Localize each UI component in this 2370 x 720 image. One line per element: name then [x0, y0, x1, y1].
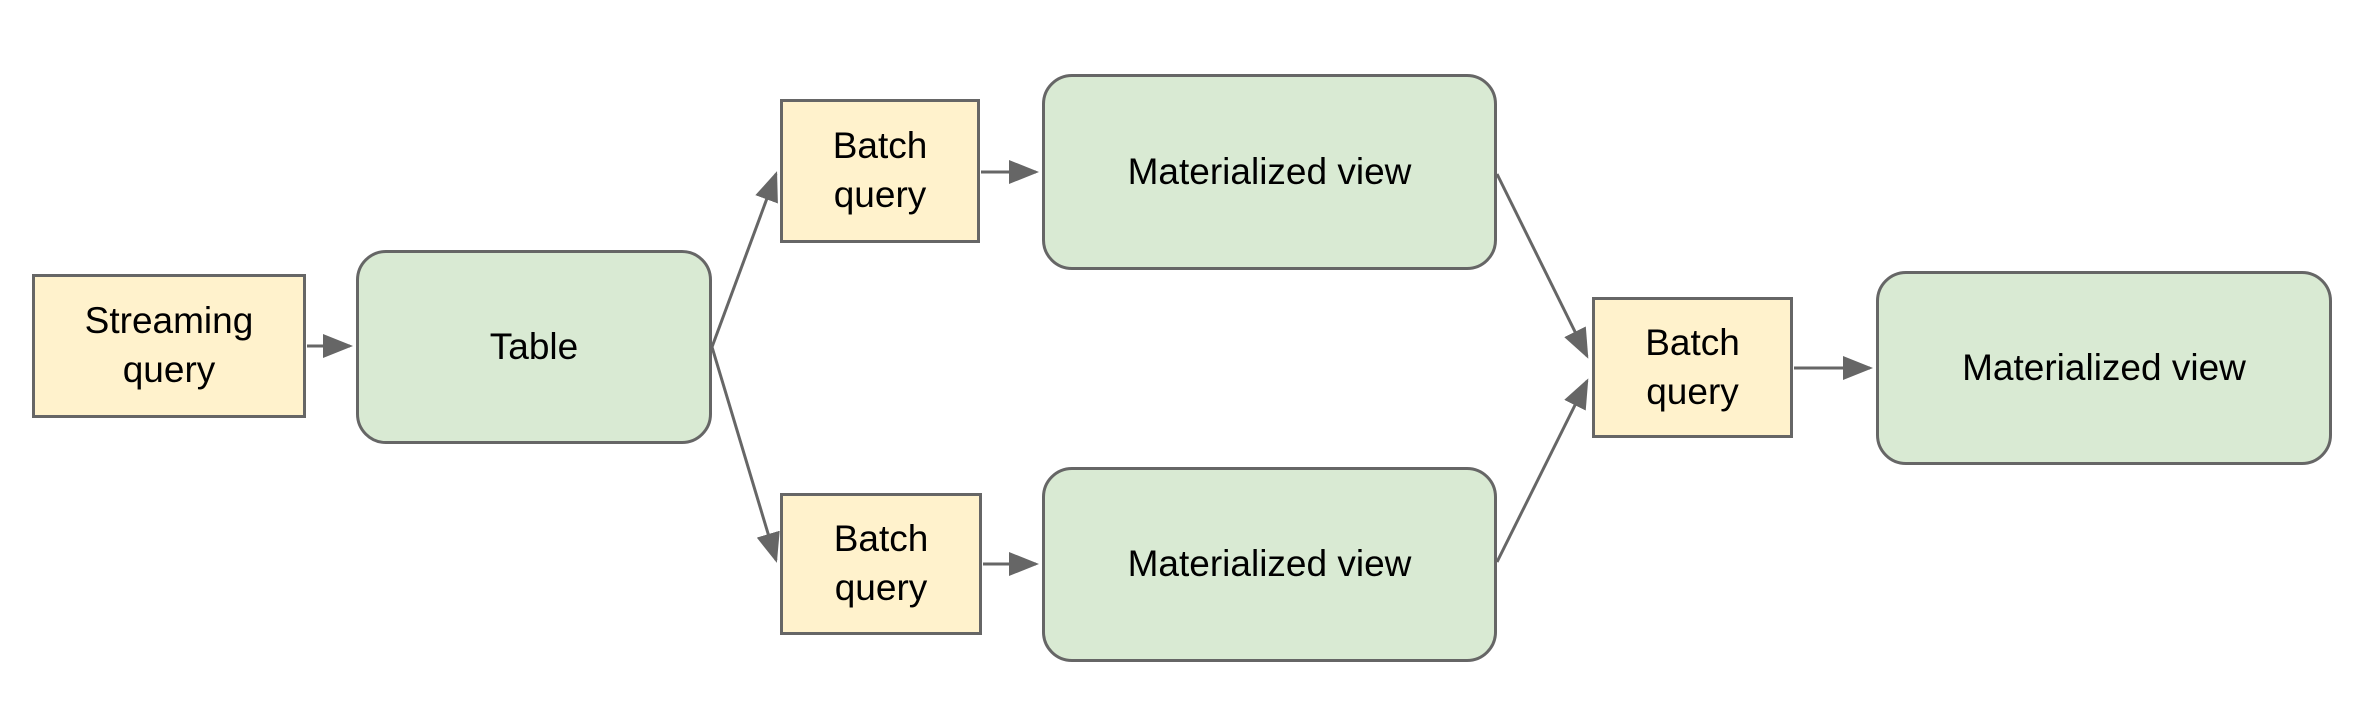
node-table-label: Table [489, 325, 579, 367]
node-batch-query-merge: Batch query [1592, 297, 1793, 438]
node-batch-query-bottom-label: Batch query [833, 518, 929, 608]
node-streaming-query-label: Streaming query [84, 300, 254, 390]
node-materialized-view-final-label: Materialized view [1962, 346, 2246, 388]
node-batch-query-bottom: Batch query [780, 493, 982, 635]
arrow-table-to-batch-query-bottom [710, 346, 780, 563]
arrow-materialized-view-top-to-batch-query-merge [1495, 173, 1589, 359]
node-batch-query-top-label: Batch query [832, 125, 928, 215]
arrow-materialized-view-bottom-to-batch-query-merge [1495, 378, 1589, 563]
node-materialized-view-final: Materialized view [1876, 271, 2332, 465]
arrow-table-to-batch-query-top [710, 171, 778, 348]
node-streaming-query: Streaming query [32, 274, 306, 418]
node-materialized-view-top-label: Materialized view [1127, 150, 1412, 192]
node-table: Table [356, 250, 712, 444]
node-materialized-view-bottom: Materialized view [1042, 467, 1497, 662]
node-batch-query-merge-label: Batch query [1645, 321, 1740, 412]
node-materialized-view-bottom-label: Materialized view [1127, 543, 1412, 585]
node-batch-query-top: Batch query [780, 99, 980, 243]
node-materialized-view-top: Materialized view [1042, 74, 1497, 270]
